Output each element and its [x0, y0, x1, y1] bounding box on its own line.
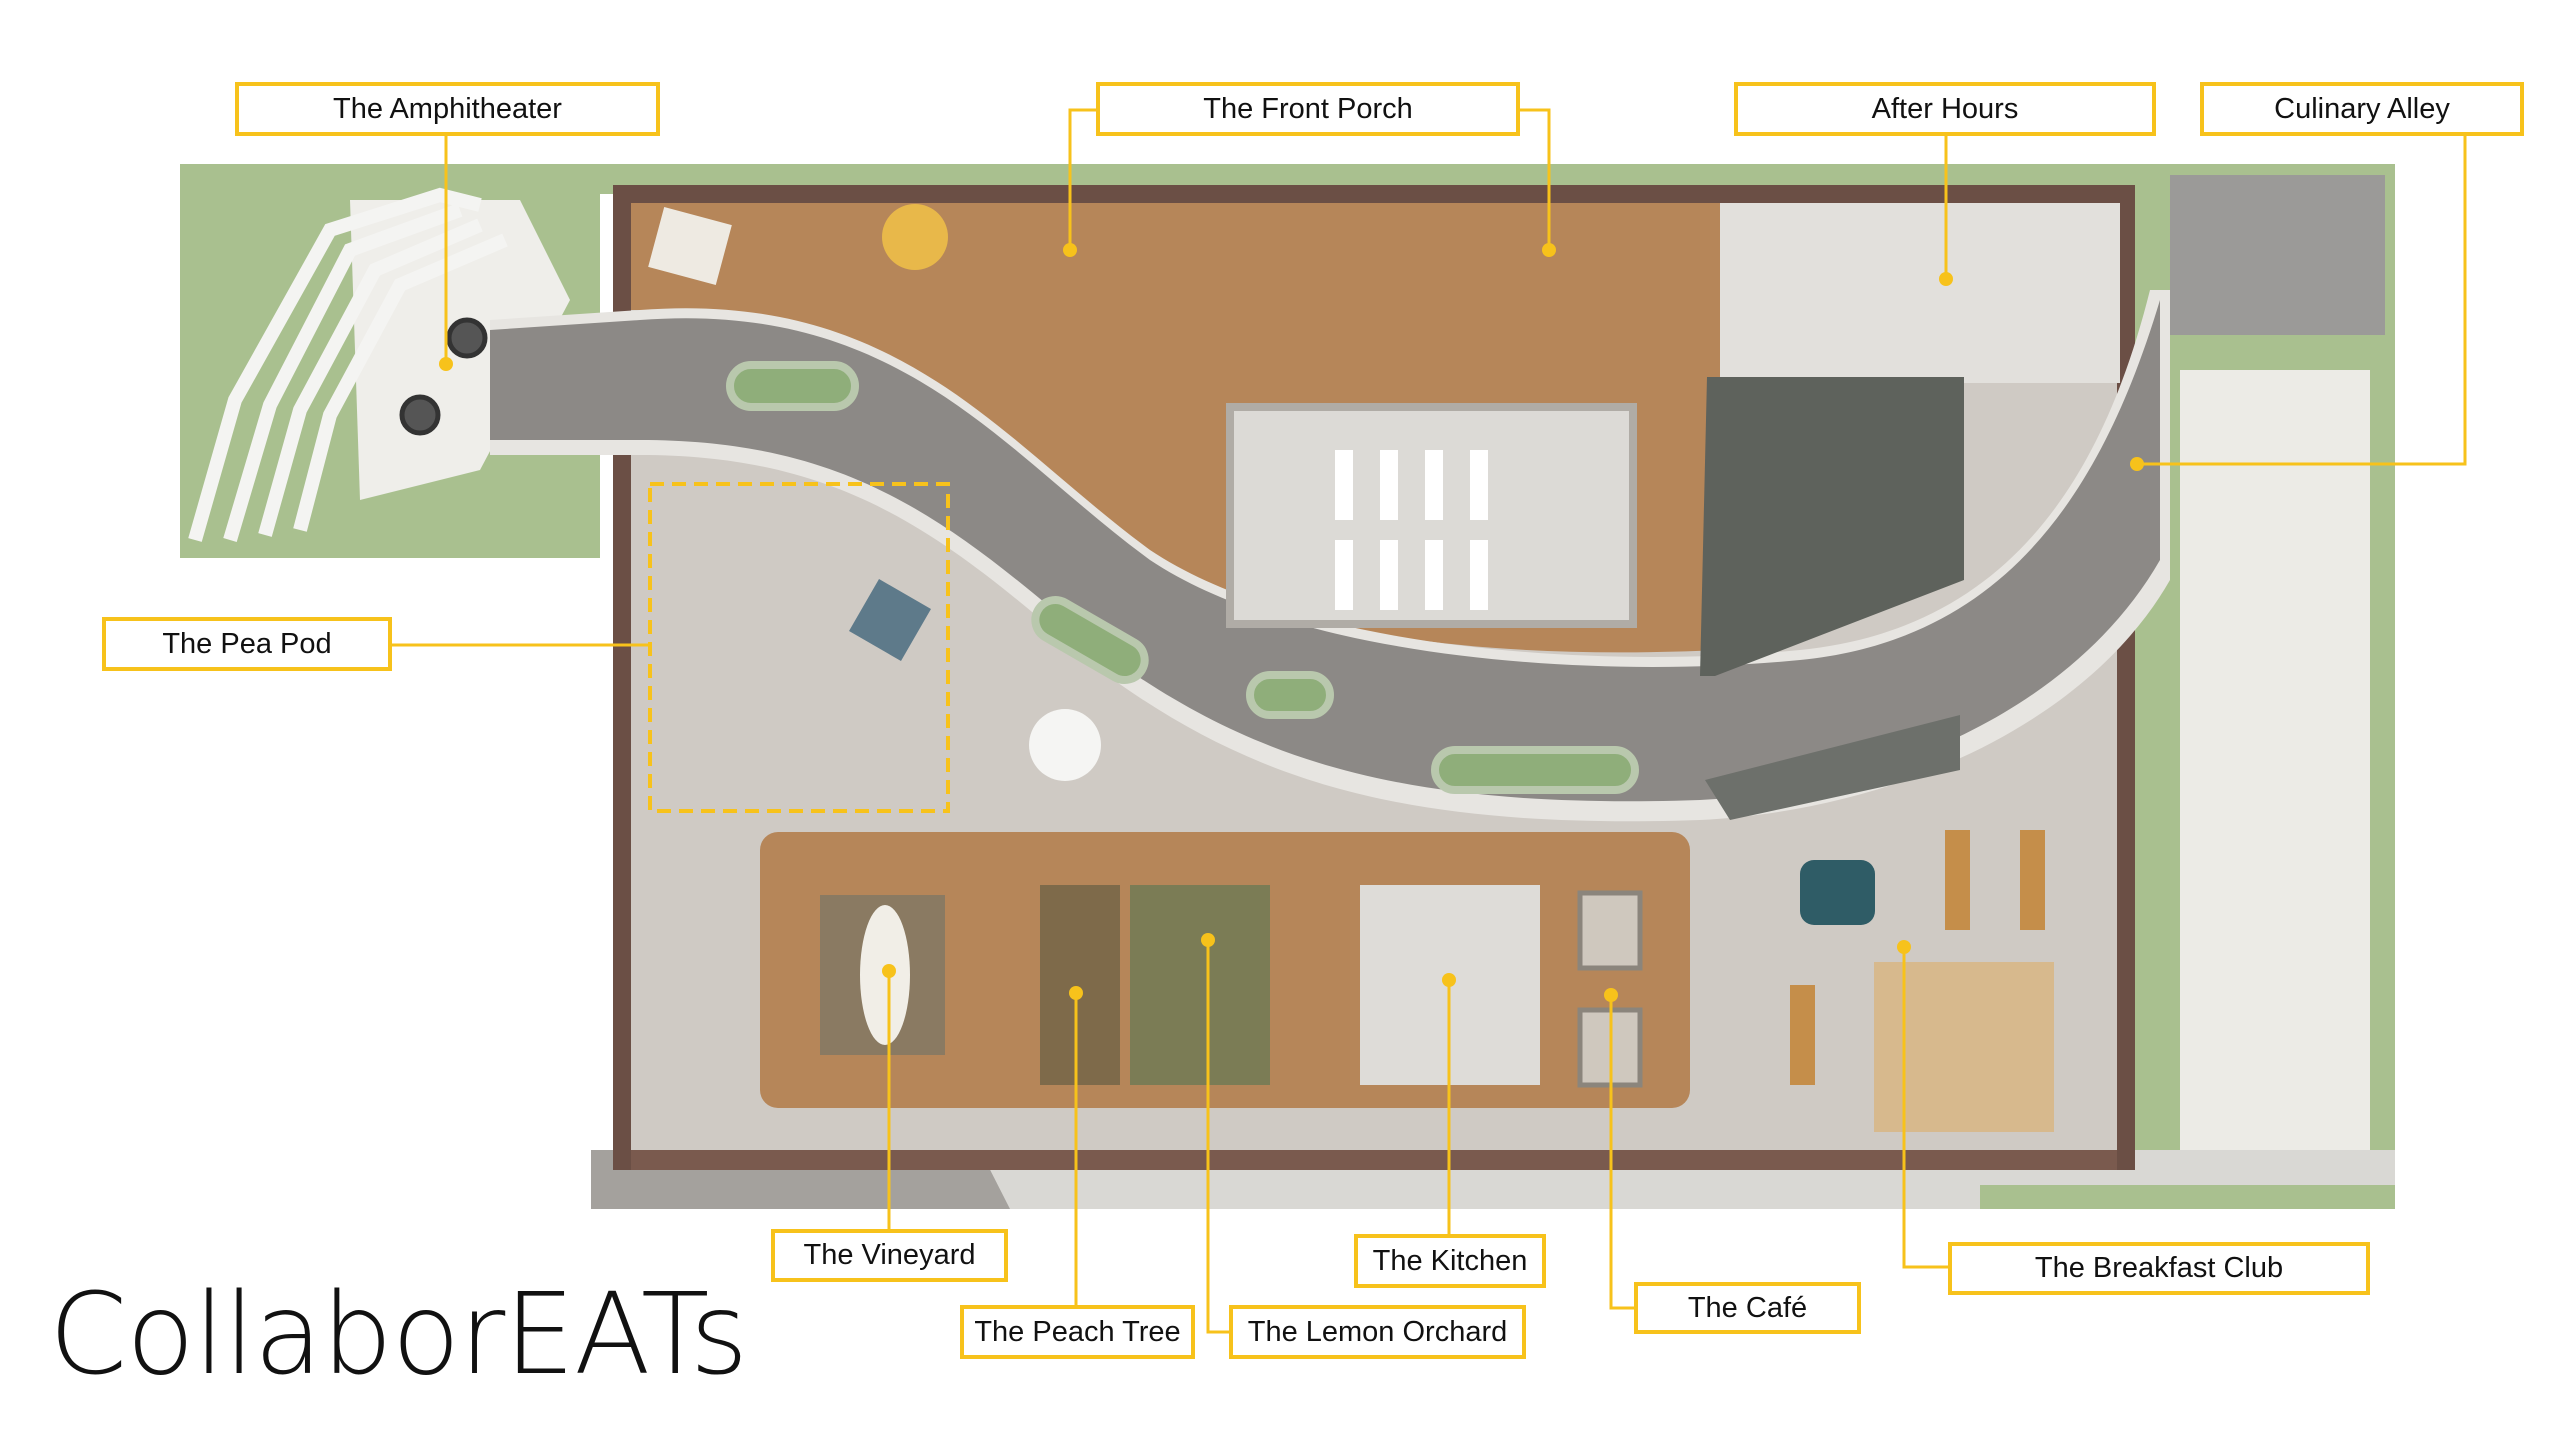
- label-lemon-orchard: The Lemon Orchard: [1229, 1305, 1526, 1359]
- label-pea-pod: The Pea Pod: [102, 617, 392, 671]
- fire-pit: [399, 394, 441, 436]
- breakfast-club-rug: [1874, 962, 2054, 1132]
- label-breakfast-club: The Breakfast Club: [1948, 1242, 2370, 1295]
- label-culinary-alley: Culinary Alley: [2200, 82, 2524, 136]
- curved-walkway: [490, 300, 2160, 802]
- meeting-tables: [1335, 450, 1488, 610]
- label-amphitheater: The Amphitheater: [235, 82, 660, 136]
- label-kitchen: The Kitchen: [1354, 1234, 1546, 1288]
- leader-lines: [392, 108, 2467, 1334]
- planters: [726, 361, 1639, 794]
- label-vineyard: The Vineyard: [771, 1229, 1008, 1282]
- pea-pod-kiosk: [849, 579, 931, 661]
- label-peach-tree: The Peach Tree: [960, 1305, 1195, 1359]
- pea-pod-zone: [648, 482, 950, 813]
- front-porch-umbrella: [882, 204, 948, 270]
- kitchen-core-glass: [1700, 377, 1964, 676]
- breakfast-table: [1945, 830, 1970, 930]
- site-paving-right: [2170, 175, 2385, 335]
- amphitheater-steps: [188, 187, 508, 542]
- pea-pod-umbrella: [1029, 709, 1101, 781]
- label-cafe: The Café: [1634, 1282, 1861, 1334]
- after-hours-floor: [1720, 203, 2120, 383]
- lemon-orchard-room: [1130, 885, 1270, 1085]
- breakfast-table: [1790, 985, 1815, 1085]
- breakfast-table: [2020, 830, 2045, 930]
- site-bottom-lawn: [1980, 1185, 2395, 1209]
- cafe-booth: [1577, 890, 1643, 971]
- breakfast-planter-island: [1800, 860, 1875, 925]
- front-porch-canopy: [648, 206, 732, 286]
- building-wall-north: [613, 185, 2135, 203]
- label-after-hours: After Hours: [1734, 82, 2156, 136]
- fire-pit: [446, 317, 488, 359]
- right-plaza: [2180, 370, 2370, 1200]
- peach-tree-room: [1040, 885, 1120, 1085]
- building-wall-south: [613, 1150, 2135, 1170]
- page-title: CollaborEATs: [49, 1270, 748, 1400]
- bike-rack-canopy: [1705, 715, 1960, 820]
- label-front-porch: The Front Porch: [1096, 82, 1520, 136]
- leader-dots: [439, 243, 2144, 1002]
